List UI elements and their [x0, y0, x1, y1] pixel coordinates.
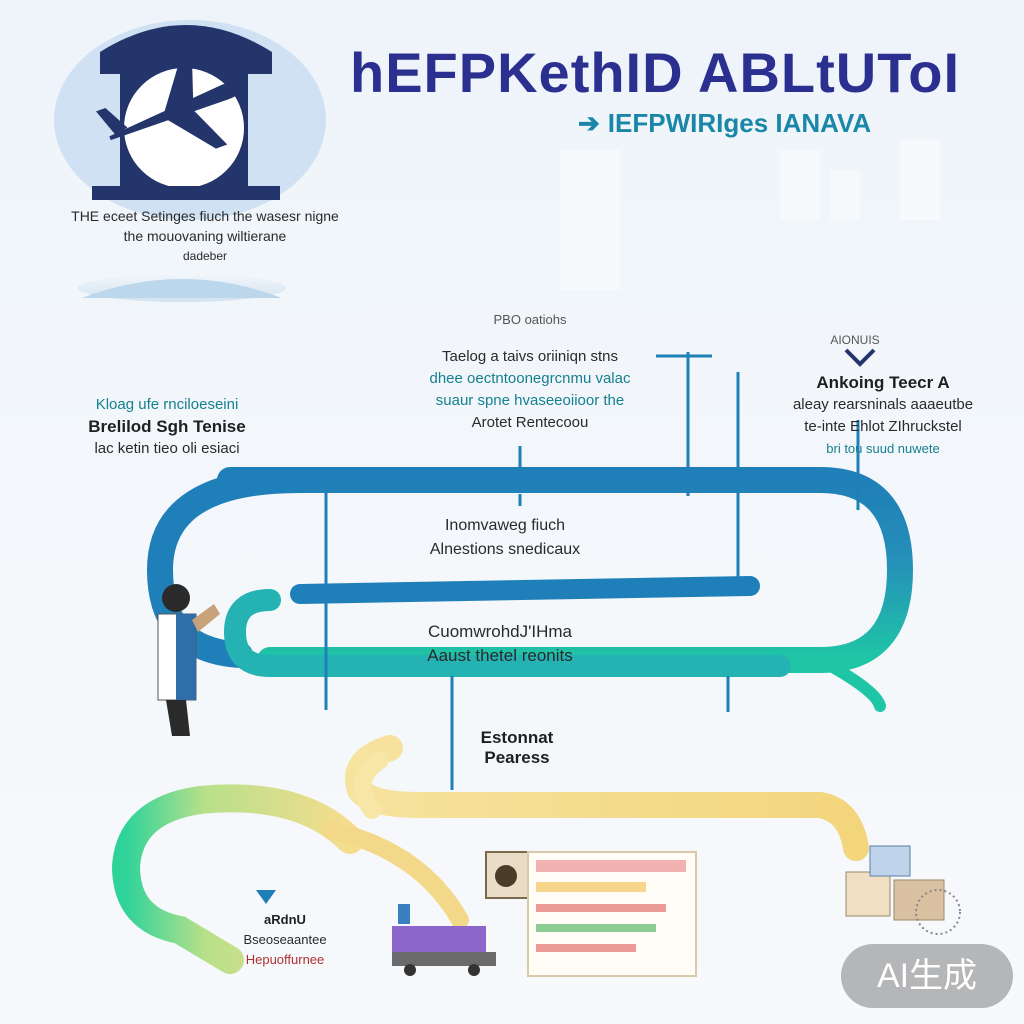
right-block-header: AIONUIS [830, 333, 880, 347]
block-line: aRdnU [264, 912, 306, 927]
cargo-cluster [845, 845, 961, 935]
airplane-icon [96, 53, 243, 149]
loop-ribbon-blue [146, 467, 914, 712]
block-line: Estonnat [480, 728, 554, 747]
skyline-watermark [560, 140, 940, 290]
loop-ribbon-yellow [111, 735, 869, 974]
block-line: Inomvaweg fiuch [444, 517, 566, 534]
person-icon [157, 584, 220, 736]
page-title: hEFPKethID ABLtUToI [350, 41, 961, 104]
right-block: Ankoing Teecr A aleay rearsninals aaaeut… [752, 372, 1014, 460]
bottom-left-block: aRdnU Bseoseaantee Hepuoffurnee [210, 910, 360, 970]
block-line: Bseoseaantee [243, 932, 327, 947]
left-block: Kloag ufe rnciloeseini Brelilod Sgh Teni… [52, 394, 282, 460]
chevron-down-icon [256, 890, 276, 904]
block-line: CuomwrohdJ'IHma [427, 622, 572, 641]
block-line: Kloag ufe rnciloeseini [95, 396, 239, 413]
block-line: suaur spne hvaseeoiioor the [435, 392, 625, 409]
page-subtitle: ➔IEFPWIRIges IANAVA [578, 108, 998, 139]
top-center-block: Taelog a taivs oriiniqn stns dhee oectnt… [380, 346, 680, 434]
block-line: Pearess [484, 748, 550, 767]
logo-emblem [54, 20, 326, 302]
connector-lines [324, 352, 860, 790]
block-line: te-inte Ehlot ZIhruckstel [804, 418, 962, 435]
logo-caption-line: THE eceet Setinges fiuch the wasesr nign… [71, 208, 339, 224]
top-center-header: PBO oatiohs [493, 312, 567, 327]
truck-icon [392, 904, 496, 976]
block-line: Arotet Rentecoou [471, 414, 589, 431]
arrow-right-icon: ➔ [578, 108, 600, 138]
block-line: Aaust thetel reonits [427, 646, 573, 665]
block-line: Hepuoffurnee [245, 952, 325, 967]
block-line: dhee oectntoonegrcnmu valac [429, 370, 631, 387]
logo-caption-line: dadeber [182, 249, 228, 263]
document-icon [485, 851, 697, 977]
loop-upper-block: Inomvaweg fiuch Alnestions snedicaux [380, 514, 630, 562]
logo-caption: THE eceet Setinges fiuch the wasesr nign… [40, 206, 370, 266]
block-line: bri tou suud nuwete [826, 441, 940, 456]
page-subtitle-text: IEFPWIRIges IANAVA [607, 108, 872, 138]
chevron-down-icon [844, 348, 876, 367]
logo-caption-line: the mouovaning wiltierane [123, 228, 287, 244]
block-line: Ankoing Teecr A [816, 373, 950, 392]
bottom-center-block: Estonnat Pearess [462, 728, 572, 768]
block-line: aleay rearsninals aaaeutbe [792, 396, 974, 413]
block-line: lac ketin tieo oli esiaci [94, 440, 240, 457]
block-line: Brelilod Sgh Tenise [88, 417, 246, 436]
block-line: Alnestions snedicaux [429, 541, 581, 558]
block-line: Taelog a taivs oriiniqn stns [442, 348, 618, 365]
ai-generated-badge: AI生成 [841, 944, 1013, 1008]
loop-lower-block: CuomwrohdJ'IHma Aaust thetel reonits [370, 620, 630, 668]
